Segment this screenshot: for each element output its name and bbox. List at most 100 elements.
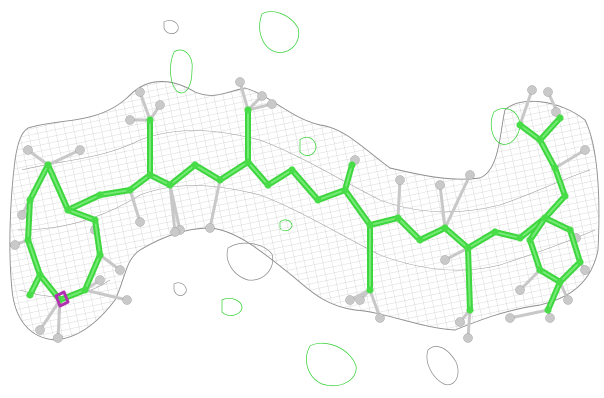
hydrogen-bond (168, 183, 177, 234)
carbon-atom (416, 236, 424, 244)
green-blob (306, 342, 357, 387)
carbon-atom (191, 161, 199, 169)
carbon-bond-highlight (194, 164, 221, 181)
carbon-atom (314, 196, 322, 204)
hydrogen-atom (465, 170, 475, 180)
carbon-bond-highlight (149, 174, 171, 186)
carbon-atom (536, 136, 544, 144)
carbon-atom (561, 192, 569, 200)
hydrogen-atom (527, 85, 537, 95)
ring-bond-highlight (27, 239, 41, 276)
ring-bond-highlight (67, 209, 96, 221)
grey-blob (163, 20, 179, 34)
carbon-bond-highlight (539, 139, 556, 169)
hydrogen-atom (267, 99, 277, 109)
hydrogen-atom (551, 107, 561, 117)
carbon-atom (166, 181, 174, 189)
hydrogen-bond (368, 288, 382, 320)
carbon-bond-highlight (369, 217, 399, 226)
carbon-atom (544, 306, 552, 314)
carbon-atom (64, 206, 72, 214)
hydrogen-atom (440, 255, 450, 265)
carbon-atom (464, 244, 472, 252)
carbon-bond-highlight (219, 161, 249, 181)
hydrogen-atom (115, 265, 125, 275)
hydrogen-bond (396, 178, 402, 220)
carbon-bond-highlight (317, 189, 346, 201)
hydrogen-bond (46, 148, 82, 167)
carbon-atom (536, 266, 544, 274)
carbon-atom (244, 158, 252, 166)
hydrogen-atom (95, 275, 105, 285)
hydrogen-atom (435, 180, 445, 190)
ring-bond-highlight (94, 219, 101, 256)
carbon-bond-highlight (344, 189, 371, 226)
hydrogen-atom (580, 265, 590, 275)
carbon-atom (394, 214, 402, 222)
carbon-bond-highlight (544, 195, 566, 219)
carbon-atom (341, 186, 349, 194)
carbon-atom (551, 164, 559, 172)
carbon-atom (541, 214, 549, 222)
hydrogen-atom (170, 227, 180, 237)
carbon-bond-highlight (47, 164, 69, 211)
carbon-atom (44, 161, 52, 169)
hydrogen-bond (238, 80, 250, 112)
ring-bond-highlight (29, 164, 49, 201)
hydrogen-atom (505, 313, 515, 323)
carbon-atom (146, 171, 154, 179)
carbon-atom (556, 278, 564, 286)
green-blob (221, 298, 243, 316)
hydrogen-atom (125, 115, 135, 125)
carbon-bond-highlight (467, 231, 496, 249)
carbon-bond-highlight (247, 161, 269, 186)
carbon-atom (36, 271, 44, 279)
carbon-bond-highlight (267, 169, 293, 186)
carbon-atom (26, 196, 34, 204)
green-blob (299, 136, 317, 156)
carbon-bond-highlight (67, 194, 101, 211)
carbon-atom (566, 226, 574, 234)
difference-density-blobs (163, 11, 521, 387)
carbon-atom (516, 234, 524, 242)
methyl-bond-highlight (467, 247, 471, 311)
methyl-bond-highlight (547, 281, 561, 311)
hydrogen-bond (553, 148, 587, 170)
carbon-atom (96, 191, 104, 199)
carbon-atom (126, 186, 134, 194)
hydrogen-atom (543, 87, 553, 97)
green-blob (279, 219, 293, 232)
hydrogen-bond (443, 173, 472, 230)
carbon-atom (146, 116, 154, 124)
carbon-atom (81, 286, 89, 294)
carbon-atom (91, 216, 99, 224)
hydrogen-atom (257, 91, 267, 101)
carbon-atom (556, 114, 564, 122)
hydrogen-bond (83, 288, 129, 302)
carbon-bond-highlight (444, 227, 469, 249)
green-blob (490, 108, 521, 145)
carbon-atom (466, 306, 474, 314)
hydrogen-bond (138, 90, 152, 122)
carbon-atoms (24, 106, 584, 314)
ring-bond-highlight (539, 269, 561, 283)
carbon-atom (288, 166, 296, 174)
hydrogen-atom (17, 210, 27, 220)
carbon-atom (366, 221, 374, 229)
ring-bond-highlight (569, 229, 581, 263)
hydrogen-atom (23, 145, 33, 155)
methyl-bond-highlight (344, 164, 353, 191)
hydrogen-atom (563, 295, 573, 305)
hydrogen-bond (518, 88, 534, 127)
carbon-backbone (25, 107, 583, 313)
carbon-bond-highlight (397, 217, 421, 241)
hydrogen-atom (35, 325, 45, 335)
hydrogen-atom (580, 145, 590, 155)
carbon-atom (491, 228, 499, 236)
carbon-atom (366, 286, 374, 294)
carbon-atom (26, 291, 34, 299)
carbon-atom (348, 161, 356, 169)
ring-bond-highlight (559, 261, 581, 283)
hydrogen-atom (515, 285, 525, 295)
methyl-bond-highlight (539, 117, 561, 141)
